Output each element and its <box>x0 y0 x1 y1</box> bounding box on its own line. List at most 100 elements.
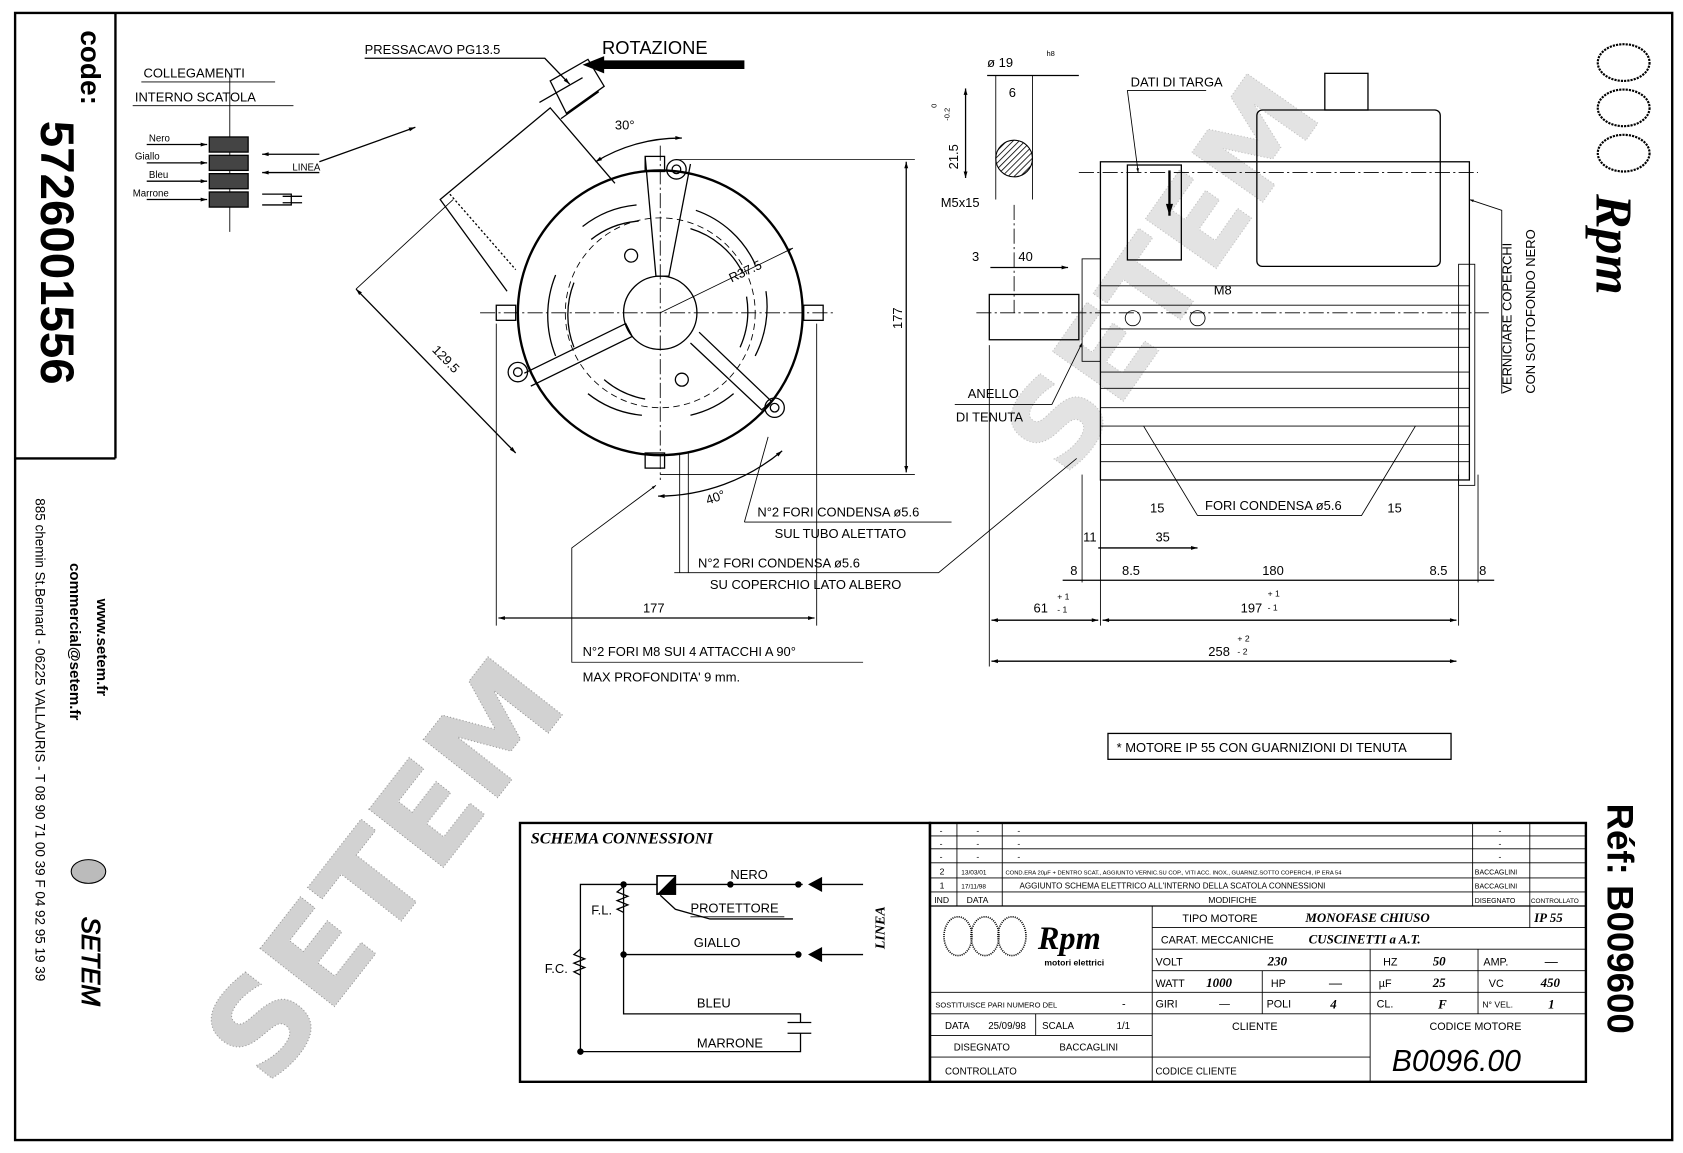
title-block-revisions-0-disegnato: - <box>1499 826 1502 836</box>
title-block-tipo-motore-label: TIPO MOTORE <box>1182 913 1257 925</box>
connections-wires-1: Giallo <box>135 152 160 163</box>
title-block-cl: F <box>1437 996 1447 1011</box>
title-block-headers-disegnato: DISEGNATO <box>1475 898 1516 905</box>
connections-title-1: COLLEGAMENTI <box>143 66 244 81</box>
title-block-poli: 4 <box>1329 996 1337 1011</box>
schema-protettore: PROTETTORE <box>690 900 779 915</box>
front-view-angle-40: 40° <box>704 487 728 508</box>
title-block-carat: CUSCINETTI a A.T. <box>1309 932 1421 947</box>
side-view-seal-1: ANELLO <box>968 386 1019 401</box>
title-block-revisions-3-data: 13/03/01 <box>961 870 987 877</box>
title-block-scala-label: SCALA <box>1042 1021 1074 1032</box>
connection-schema: SCHEMA CONNESSIONI NERO PROTETTORE GIALL… <box>518 821 932 1084</box>
side-view-dim-61: 61 <box>1034 601 1048 616</box>
rpm-logo: Rpm <box>1585 43 1651 295</box>
title-block-sostituisce: - <box>1122 998 1126 1010</box>
title-block-codice-cliente-label: CODICE CLIENTE <box>1155 1066 1237 1077</box>
connections-wires-0: Nero <box>149 133 170 144</box>
side-view-dim-258: 258 <box>1208 644 1230 659</box>
title-block-cl-label: CL. <box>1377 998 1394 1010</box>
side-view: ø 19 h8 6 21.5 0 -0.2 M5x15 3 40 DATI DI… <box>929 49 1538 667</box>
title-block-data-label: DATA <box>945 1021 970 1032</box>
website: www.setem.fr <box>93 598 110 697</box>
connections-wires-2: Bleu <box>149 170 168 181</box>
title-block-uf: 25 <box>1432 975 1446 990</box>
rpm-logo-small: Rpm motori elettrici <box>943 915 1104 967</box>
title-block-tipo-motore: MONOFASE CHIUSO <box>1304 910 1429 925</box>
schema-marrone: MARRONE <box>697 1035 764 1050</box>
sheet-border <box>13 11 1674 1142</box>
title-block-codice-motore-label: CODICE MOTORE <box>1429 1021 1521 1033</box>
front-view-rotation: ROTAZIONE <box>602 37 708 58</box>
front-view-note-cover-2: SU COPERCHIO LATO ALBERO <box>710 577 902 592</box>
code-value: 5726001556 <box>30 121 83 385</box>
side-view-m8: M8 <box>1214 282 1232 297</box>
front-view: PRESSACAVO PG13.5 ROTAZIONE <box>355 37 1077 685</box>
side-view-key-tol-upper: 0 <box>929 104 938 108</box>
title-block-revisions-1-data: - <box>976 839 979 849</box>
side-view-ip-note: * MOTORE IP 55 CON GUARNIZIONI DI TENUTA <box>1117 740 1408 755</box>
front-view-dim-diag: 129.5 <box>429 342 462 376</box>
title-block-headers-ind: IND <box>934 895 949 905</box>
title-block-uf-label: µF <box>1379 978 1392 990</box>
title-block-ip: IP 55 <box>1533 910 1563 925</box>
title-block-controllato-label: CONTROLLATO <box>945 1066 1017 1077</box>
schema-title: SCHEMA CONNESSIONI <box>531 830 714 847</box>
side-view-dim-258-tol-up: + 2 <box>1237 634 1249 644</box>
title-block-revisions-4-data: 17/11/98 <box>961 884 986 891</box>
title-block-revisions-4-modifica: AGGIUNTO SCHEMA ELETTRICO ALL'INTERNO DE… <box>1020 882 1326 891</box>
title-block-hz-label: HZ <box>1383 956 1398 968</box>
side-view-shaft-tol: h8 <box>1046 49 1054 58</box>
title-block-giri-label: GIRI <box>1155 998 1177 1010</box>
connections-line-label: LINEA <box>292 162 321 173</box>
title-block-revisions-2-ind: - <box>940 852 943 862</box>
title-block-amp-label: AMP. <box>1483 956 1508 968</box>
title-block-revisions-3-modifica: COND.ERA 20µF + DENTRO SCAT., AGGIUNTO V… <box>1005 871 1342 877</box>
side-view-dim-15a: 15 <box>1150 500 1164 515</box>
side-view-dim-35: 35 <box>1155 529 1169 544</box>
side-view-dim-15b: 15 <box>1387 500 1401 515</box>
reference-code: Réf: B009600 <box>1599 804 1640 1034</box>
title-block-volt-label: VOLT <box>1155 956 1183 968</box>
side-view-dim-40: 40 <box>1018 249 1032 264</box>
title-block-hp: — <box>1328 975 1342 990</box>
title-block-brand-sub: motori elettrici <box>1044 957 1104 967</box>
side-view-key-width: 6 <box>1009 85 1016 100</box>
schema-fl: F.L. <box>591 903 612 918</box>
title-block-sostituisce-label: SOSTITUISCE PARI NUMERO DEL <box>935 1000 1057 1009</box>
terminal-connections: COLLEGAMENTI INTERNO SCATOLA Nero Giallo… <box>132 66 416 232</box>
title-block-revisions-4-disegnato: BACCAGLINI <box>1475 884 1517 891</box>
title-block-volt: 230 <box>1267 953 1288 968</box>
title-block-disegnato: BACCAGLINI <box>1059 1043 1118 1054</box>
email: commercial@setem.fr <box>66 563 83 720</box>
title-block-hz: 50 <box>1433 953 1446 968</box>
address: 885 chemin St.Bernard - 06225 VALLAURIS … <box>33 498 48 981</box>
side-view-nameplate: DATI DI TARGA <box>1131 74 1223 89</box>
side-view-dim-85a: 8.5 <box>1122 563 1140 578</box>
schema-bleu: BLEU <box>697 995 731 1010</box>
title-block-disegnato-label: DISEGNATO <box>954 1043 1011 1054</box>
title-block-watt: 1000 <box>1206 975 1232 990</box>
title-block-hp-label: HP <box>1271 978 1286 990</box>
side-view-dim-8b: 8 <box>1479 563 1486 578</box>
side-view-dim-3: 3 <box>972 249 979 264</box>
side-view-thread: M5x15 <box>941 195 980 210</box>
title-block-revisions-3-ind: 2 <box>940 867 945 877</box>
schema-nero: NERO <box>730 867 767 882</box>
side-view-dim-197-tol-dn: - 1 <box>1268 602 1278 612</box>
side-view-dim-61-tol-up: + 1 <box>1057 592 1069 602</box>
side-view-dim-11: 11 <box>1083 529 1096 544</box>
title-block-revisions-4-ind: 1 <box>940 881 945 891</box>
watermark: SETEM <box>175 632 594 1109</box>
title-block-codice-motore: B0096.00 <box>1392 1045 1521 1078</box>
schema-giallo: GIALLO <box>694 935 741 950</box>
front-view-dim-width: 177 <box>643 601 665 616</box>
title-block-headers-data: DATA <box>967 895 989 905</box>
title-block-revisions-2-disegnato: - <box>1499 852 1502 862</box>
title-block-nvel: 1 <box>1548 996 1554 1011</box>
front-view-note-holes-2: MAX PROFONDITA' 9 mm. <box>583 670 741 685</box>
title-block-amp: — <box>1544 953 1558 968</box>
front-view-radius: R37.5 <box>726 257 764 285</box>
